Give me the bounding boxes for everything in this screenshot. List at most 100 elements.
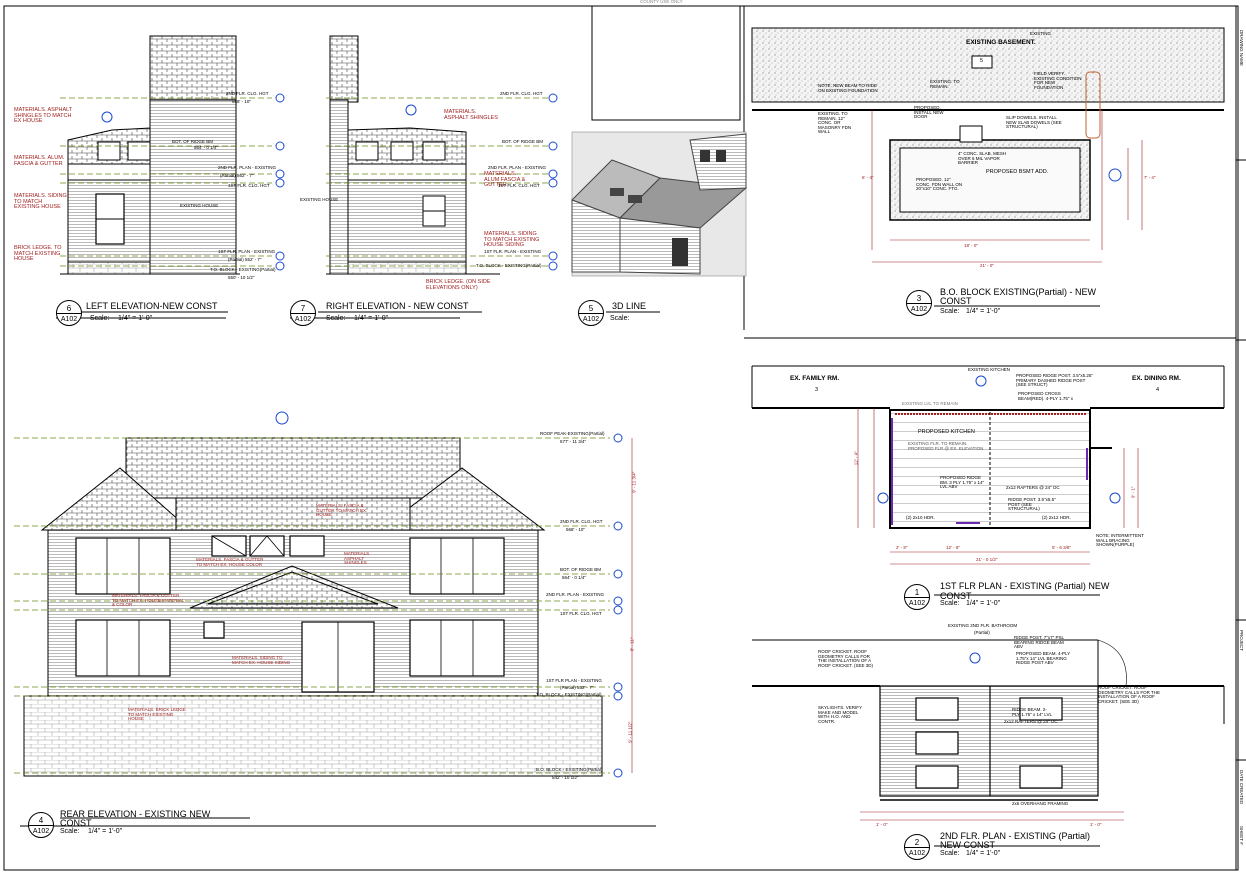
scale-value: 1/4" = 1'-0" [966,308,1001,315]
view-sheet: A102 [908,850,926,857]
view-sheet: A102 [910,306,928,313]
level-elev: 568' - 10" [566,527,585,532]
plan2-note-skylights: SKYLIGHTS. VERIFY MAKE AND MODEL WITH H.… [818,705,862,724]
view-title: 1ST FLR PLAN - EXISTING (Partial) NEW [940,581,1110,591]
block-dim-7-4: 7' - 4" [1144,175,1156,180]
room-proposed-kitchen: PROPOSED KITCHEN [918,429,975,435]
scale-value: 1/4" = 1'-0" [118,315,153,322]
right-house-label: EXISTING HOUSE [300,197,339,202]
level-name: BOT. OF RIDGE BM [502,139,544,144]
level-elev: (Partial) 552' - 7" [560,685,594,690]
block-existing-label: EXISTING [1030,31,1052,36]
rear-dim-1: 9' - 11 3/4" [631,471,637,493]
level-name: 2ND FLR. CLG. HGT [560,519,603,524]
scale-label: Scale: [90,315,110,322]
right-note-fascia: MATERIALS. ALUM FASCIA & GUTTER [484,171,526,188]
scale-value: 1/4" = 1'-0" [966,600,1001,607]
view-title: RIGHT ELEVATION - NEW CONST [326,301,469,311]
view-number: 7 [300,304,306,313]
plan2-note-cricket-1: ROOF CRICKET. ROOF GEOMETRY CALLS FOR TH… [818,649,874,668]
level-name: T.O. BLOCK - EXISTING(Partial) [210,267,276,272]
view-title: REAR ELEVATION - EXISTING NEW [60,809,211,819]
block-note-bsmt-add: PROPOSED BSMT ADD. [986,169,1049,175]
left-note-fascia: MATERIALS. ALUM. FASCIA & GUTTER [14,155,65,167]
rear-note-fascia-1: MATERIALS. FASCIA & GUTTER TO MATCH EX. … [316,503,368,517]
plan1-dim-f: 9' - 1" [1130,486,1136,498]
sidebar-project: PROJECT [1239,630,1244,652]
room-tag-basement: 5 [980,58,984,64]
view-sheet: A102 [908,600,926,607]
level-elev: 577' - 11 3/4" [560,439,587,444]
plan1-note-ridge-post: PROPOSED RIDGE POST. 3.5"x5.25" PRIMARY … [1016,373,1093,387]
plan2-dim-left: 1' - 0" [876,822,888,827]
room-existing-kitchen: EXISTING KITCHEN [968,367,1011,372]
level-name: 1ST FLR. CLG. HGT [560,611,602,616]
view-title-line2: CONST [940,591,972,601]
plan2-note-ridge-beam: RIDGE BEAM. 2-PLY 1.75" x 14" LVL [1012,707,1052,717]
level-name: BOT. OF RIDGE BM [172,139,214,144]
block-note-slab: 4" CONC. SLAB. MESH OVER 6 MIL VAPOR BAR… [958,151,1007,165]
rear-dim-3: 9' - 11 1/2" [627,721,633,743]
level-name: 1ST FLR. PLAN - EXISTING [218,249,276,254]
level-name: 1ST FLR. PLAN - EXISTING [484,249,542,254]
view-sheet: A102 [582,316,600,323]
level-elev: 550' - 10 1/2" [228,275,255,280]
left-note-brick: BRICK LEDGE. TO MATCH EXISTING HOUSE [14,245,62,262]
block-dim-21: 21' - 0" [980,263,994,268]
block-note-dowels: SLIP DOWELS. INSTALL NEW SLAB DOWELS (SE… [1006,115,1062,129]
view-title: 2ND FLR. PLAN - EXISTING (Partial) [940,831,1091,841]
scale-value: 1/4" = 1'-0" [88,828,123,835]
room-existing-bathroom-partial: (Partial) [974,630,990,635]
block-dim-18: 18' - 0" [964,243,978,248]
level-name: B.O. BLOCK - EXISTING(Partial) [536,767,603,772]
rear-note-brick: MATERIALS. BRICK LEDGE TO MATCH EXISTING… [128,707,186,721]
view-bubble: 4 A102 [28,812,54,838]
plan1-dim-e: 12' - 4" [853,451,859,466]
plan2-note-rafters: 2x12 RAFTERS @ 24" OC [1004,719,1058,724]
plan2-note-beam: PROPOSED BEAM. 4-PLY 1.75"x 14" LVL BEAR… [1016,651,1071,665]
view-bubble: 1 A102 [904,584,930,610]
view-number: 3 [916,294,922,303]
level-name: 2ND FLR. CLG. HGT [500,91,543,96]
plan2-dim-right: 1' - 0" [1090,822,1102,827]
view-sheet: A102 [60,316,78,323]
plan1-note-floor: EXISTING FLR. TO REMAIN. PROPOSED FLR @ … [908,441,984,451]
plan1-note-hdr-1: (2) 2x10 HDR. [906,515,935,520]
view-number: 5 [588,304,594,313]
sidebar-sheet-number: SHEET # [1239,826,1244,845]
scale-label: Scale: [940,308,960,315]
level-name: T.O. BLOCK - EXISTING(Partial) [476,263,542,268]
plan2-note-ridge-post: RIDGE POST. 7"x7" PSL BEARING RIDGE BEAM… [1014,635,1064,649]
plan1-dim-d: 21' - 0 1/2" [976,557,998,562]
plan2-note-cricket-2: ROOF CRICKET. ROOF GEOMETRY CALLS FOR TH… [1098,685,1161,704]
view-number: 4 [38,816,44,825]
plan1-note-hdr-2: (2) 2x12 HDR. [1042,515,1071,520]
view-title: LEFT ELEVATION-NEW CONST [86,301,218,311]
left-house-label: EXISTING HOUSE [180,203,219,208]
county-stamp: COUNTY USE ONLY [640,0,683,4]
rear-note-fascia-2: MATERIALS. FASCIA & GUTTER TO MATCH EX. … [196,557,264,567]
level-name: 2ND FLR. PLAN - EXISTING [546,592,605,597]
level-name: BOT. OF RIDGE BM [560,567,602,572]
plan1-note-lvl: EXISTING LVL TO REMAIN [902,401,958,406]
block-note-field-verify: FIELD VERIFY. EXISTING CONDITION FOR NEW… [1034,71,1082,90]
view-number: 6 [66,304,72,313]
block-note-fdn-existing: EXISTING. TO REMAIN. 12" CONC. OR MASONR… [818,111,852,134]
block-note-door: PROPOSED. INSTALL NEW DOOR [914,105,944,119]
level-elev: 564' - 0 1/4" [562,575,586,580]
view-title: 3D LINE [612,301,647,311]
room-dining: EX. DINING RM. [1132,375,1181,382]
plan1-note-ridge-bm: PROPOSED RIDGE BM. 3 PLY 1.75" x 14" LVL… [940,475,985,489]
level-elev: (Partial) 562' - 7" [220,173,254,178]
level-name: ROOF PEAK-EXISTING(Partial) [540,431,605,436]
scale-value: 1/4" = 1'-0" [966,850,1001,857]
view-number: 2 [914,838,920,847]
plan1-dim-b: 12' - 8" [946,545,960,550]
level-name: 1ST FLR PLAN - EXISTING [546,678,602,683]
level-name: 1ST FLR. CLG. HGT [498,183,540,188]
level-name: 1ST FLR. CLG. HGT [228,183,270,188]
sidebar-drawing-name: DRAWING NAME [1239,30,1244,66]
level-name: 2ND FLR. CLG. HGT [226,91,269,96]
